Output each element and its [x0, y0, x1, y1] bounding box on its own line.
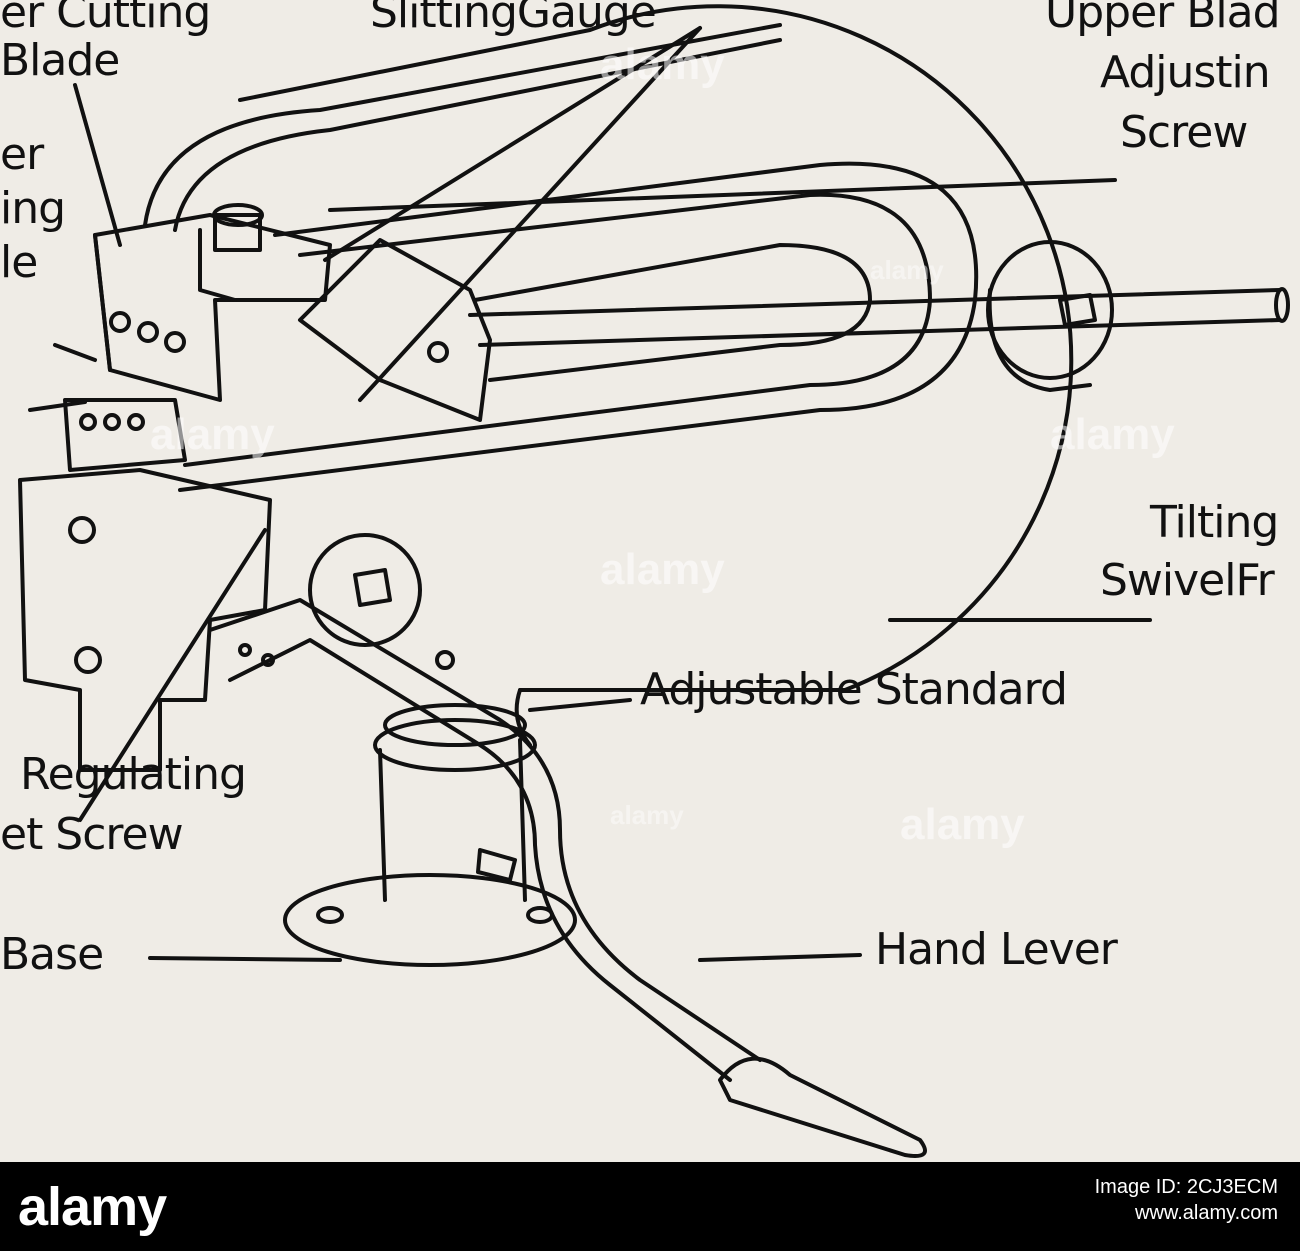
adjusting-wheel-side	[987, 288, 1092, 392]
leader-screw	[328, 178, 1117, 212]
label-adjustable-standard: Adjustable Standard	[640, 664, 1068, 715]
watermark: alamy	[600, 545, 725, 594]
image-id-text: Image ID: 2CJ3ECM	[1094, 1176, 1278, 1198]
label-slitting-gauge: SlittingGauge	[370, 0, 657, 38]
watermark: alamy	[610, 800, 684, 830]
watermark: alamy	[1050, 410, 1175, 459]
hand-lever-upper	[208, 598, 762, 1062]
watermark: alamy	[600, 40, 725, 89]
base-plate	[283, 873, 577, 967]
leader-standard	[528, 698, 632, 712]
label-lower-cutting: er Cutting	[0, 0, 211, 38]
lever-hole-2	[261, 653, 275, 667]
label-tilting: Tilting	[1150, 497, 1279, 548]
rod-top	[468, 288, 1282, 317]
footer-bar: alamy Image ID: 2CJ3ECM www.alamy.com	[0, 1162, 1300, 1251]
label-er: er	[0, 129, 44, 180]
leader-slitting-gauge	[323, 26, 702, 262]
label-regulating: Regulating	[20, 749, 247, 800]
frame-hole	[435, 650, 455, 670]
standard-neck	[383, 703, 527, 747]
top-bolt	[213, 213, 262, 252]
lower-bolt-2	[103, 413, 121, 431]
lower-blade	[63, 398, 187, 472]
bolt-1	[109, 311, 131, 333]
footer-logo: alamy	[18, 1177, 167, 1237]
lever-grip	[718, 1056, 927, 1158]
swivel-frame	[238, 4, 1074, 692]
leader-lower-cutting	[28, 400, 87, 412]
gauge-hole	[427, 341, 449, 363]
upper-blade-step	[198, 228, 237, 302]
label-upper-blade: Upper Blad	[1045, 0, 1281, 38]
rod-bottom	[478, 318, 1282, 347]
bolt-2	[137, 321, 159, 343]
leader-slitting-gauge-2	[358, 26, 702, 402]
body-bolt-1	[68, 516, 96, 544]
leader-hand-lever	[698, 953, 862, 962]
leader-lower-blade	[73, 83, 122, 247]
lower-bolt-3	[127, 413, 145, 431]
adjusting-nut	[1058, 293, 1097, 327]
label-adjusting: Adjustin	[1100, 47, 1271, 98]
standard-column	[378, 738, 527, 902]
pivot-boss	[308, 533, 422, 647]
set-screw	[476, 848, 517, 882]
site-text: www.alamy.com	[1135, 1202, 1278, 1224]
footer-image-id: Image ID: 2CJ3ECM www.alamy.com	[1095, 1174, 1278, 1226]
body-bolt-2	[74, 646, 102, 674]
label-blade: Blade	[0, 35, 120, 86]
watermark: alamy	[900, 800, 1025, 849]
label-base: Base	[0, 929, 104, 980]
upper-blade-face	[93, 233, 112, 372]
rod-end	[1274, 287, 1290, 323]
label-ing: ing	[0, 183, 66, 234]
watermark: alamy	[150, 410, 275, 459]
bolt-3	[164, 331, 186, 353]
hand-lever-lower	[228, 638, 732, 1082]
lower-body	[18, 468, 272, 772]
leader-base	[148, 956, 342, 962]
label-le: le	[0, 237, 38, 288]
leader-regulating	[78, 528, 267, 822]
lever-hole-1	[238, 643, 252, 657]
label-set-screw: et Screw	[0, 809, 184, 860]
lower-bolt-1	[79, 413, 97, 431]
top-bolt-head	[212, 203, 264, 227]
label-screw: Screw	[1120, 107, 1248, 158]
standard-collar	[373, 718, 537, 772]
pivot-nut	[353, 568, 392, 607]
leader-le	[53, 343, 97, 362]
label-swivel-frame: SwivelFr	[1100, 555, 1275, 606]
watermark: alamy	[870, 255, 944, 285]
upper-arm-inner	[173, 38, 782, 232]
base-hole-1	[316, 906, 344, 924]
u-frame-cavity	[473, 243, 872, 382]
upper-blade-block	[93, 213, 332, 402]
label-hand-lever: Hand Lever	[875, 924, 1118, 975]
upper-arm	[143, 23, 782, 227]
